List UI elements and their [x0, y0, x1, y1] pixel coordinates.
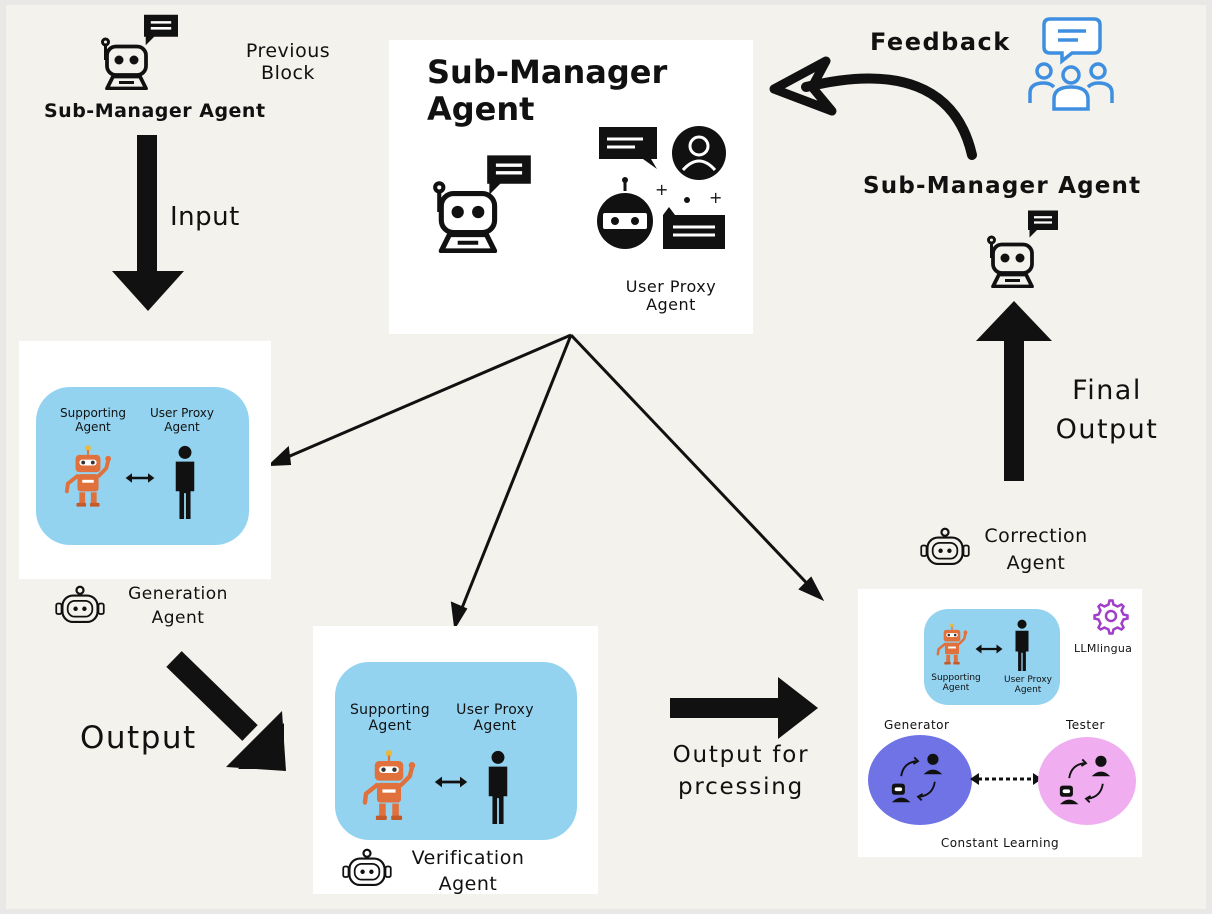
correction-caption: Correction Agent — [968, 523, 1104, 576]
generation-exchange-icon — [124, 471, 156, 485]
verification-bubble: Supporting Agent User Proxy Agent — [335, 662, 577, 840]
verification-supporting-robot-icon — [361, 750, 417, 820]
correction-userproxy-line-2: Agent — [1014, 685, 1042, 696]
center-panel-title: Sub-Manager Agent — [427, 53, 668, 128]
correction-person-icon — [1012, 619, 1032, 671]
final-output-line-2: Output — [1055, 414, 1159, 446]
generation-supporting-label: Supporting Agent — [46, 406, 140, 435]
verification-supporting-line-2: Agent — [368, 718, 412, 735]
verification-caption-line-2: Agent — [438, 872, 498, 895]
generation-person-icon — [170, 445, 200, 519]
generator-cycle-icon — [890, 749, 946, 807]
final-output-arrow — [976, 301, 1052, 481]
verification-supporting-label: Supporting Agent — [341, 702, 439, 734]
generation-caption: Generation Agent — [118, 583, 238, 631]
output-processing-line-2: prcessing — [677, 774, 805, 801]
generation-userproxy-line-2: Agent — [164, 419, 200, 434]
tester-circle — [1038, 737, 1136, 825]
generation-panel: Supporting Agent User Proxy Agent — [19, 341, 271, 579]
verification-userproxy-line-2: Agent — [473, 718, 517, 735]
final-output-label: Final Output — [1046, 371, 1168, 449]
input-label: Input — [170, 202, 240, 232]
generation-bubble: Supporting Agent User Proxy Agent — [36, 387, 249, 545]
svg-text:+: + — [709, 188, 722, 207]
output-processing-arrow — [670, 677, 818, 739]
tester-cycle-icon — [1058, 751, 1114, 809]
final-output-line-1: Final — [1072, 375, 1142, 406]
verification-userproxy-label: User Proxy Agent — [445, 702, 545, 734]
llmlingua-label: LLMlingua — [1074, 642, 1133, 655]
output-processing-line-1: Output for — [672, 742, 810, 768]
previous-block-line-1: Previous — [245, 40, 331, 62]
gear-icon — [1093, 599, 1129, 635]
diagram-canvas: Sub-Manager Agent Previous Block Input S… — [6, 5, 1206, 909]
svg-text:+: + — [655, 180, 668, 199]
constant-learning-label: Constant Learning — [940, 836, 1060, 850]
verification-agent-icon — [337, 848, 397, 892]
verification-exchange-icon — [433, 774, 469, 790]
generation-supporting-line-1: Supporting — [60, 406, 126, 420]
fan-out-arrows — [267, 333, 825, 630]
correction-exchange-icon — [974, 643, 1004, 655]
generation-caption-line-2: Agent — [151, 607, 205, 628]
input-arrow — [112, 135, 184, 311]
correction-caption-line-2: Agent — [1006, 551, 1066, 574]
verification-panel: Supporting Agent User Proxy Agent Verifi… — [313, 626, 598, 897]
correction-caption-line-1: Correction — [984, 525, 1088, 547]
feedback-team-icon — [1028, 17, 1114, 111]
generator-label: Generator — [884, 718, 950, 732]
verification-supporting-line-1: Supporting — [350, 702, 430, 718]
previous-block-line-2: Block — [261, 61, 315, 84]
correction-supporting-line-1: Supporting — [931, 673, 981, 683]
top-left-agent-label: Sub-Manager Agent — [44, 100, 266, 122]
correction-bubble: Supporting Agent User Proxy Agent — [924, 609, 1060, 705]
tester-label: Tester — [1066, 718, 1105, 732]
generation-caption-line-1: Generation — [128, 584, 228, 604]
center-sub-manager-panel: Sub-Manager Agent + + User Proxy Agent — [389, 40, 753, 334]
user-proxy-label: User Proxy Agent — [611, 277, 731, 315]
previous-block-label: Previous Block — [232, 40, 344, 85]
correction-userproxy-label: User Proxy Agent — [998, 675, 1058, 696]
user-proxy-line-2: Agent — [646, 295, 696, 315]
feedback-label: Feedback — [870, 28, 1011, 56]
output-label: Output — [80, 720, 197, 756]
generation-supporting-line-2: Agent — [75, 419, 111, 434]
generation-userproxy-line-1: User Proxy — [149, 406, 215, 420]
verification-person-icon — [483, 750, 513, 824]
verification-caption-line-1: Verification — [411, 847, 525, 869]
top-right-agent-label: Sub-Manager Agent — [863, 173, 1142, 199]
correction-agent-icon — [916, 527, 974, 571]
correction-supporting-robot-icon — [936, 623, 968, 665]
correction-panel: Supporting Agent User Proxy Agent LLMlin… — [858, 589, 1142, 857]
correction-userproxy-line-1: User Proxy — [1003, 675, 1053, 685]
user-proxy-composite-icon: + + — [597, 126, 726, 249]
output-processing-label: Output for prcessing — [656, 739, 826, 803]
correction-supporting-line-2: Agent — [942, 683, 970, 694]
correction-supporting-label: Supporting Agent — [924, 673, 988, 694]
generation-supporting-robot-icon — [64, 445, 112, 507]
generation-userproxy-label: User Proxy Agent — [136, 406, 228, 435]
generator-tester-link — [970, 773, 1042, 785]
user-proxy-line-1: User Proxy — [625, 277, 717, 296]
verification-userproxy-line-1: User Proxy — [456, 702, 534, 718]
verification-caption: Verification Agent — [403, 846, 533, 897]
generation-agent-icon — [52, 585, 108, 629]
generator-circle — [868, 735, 972, 825]
feedback-arrow — [769, 56, 977, 160]
output-arrow — [166, 651, 286, 771]
